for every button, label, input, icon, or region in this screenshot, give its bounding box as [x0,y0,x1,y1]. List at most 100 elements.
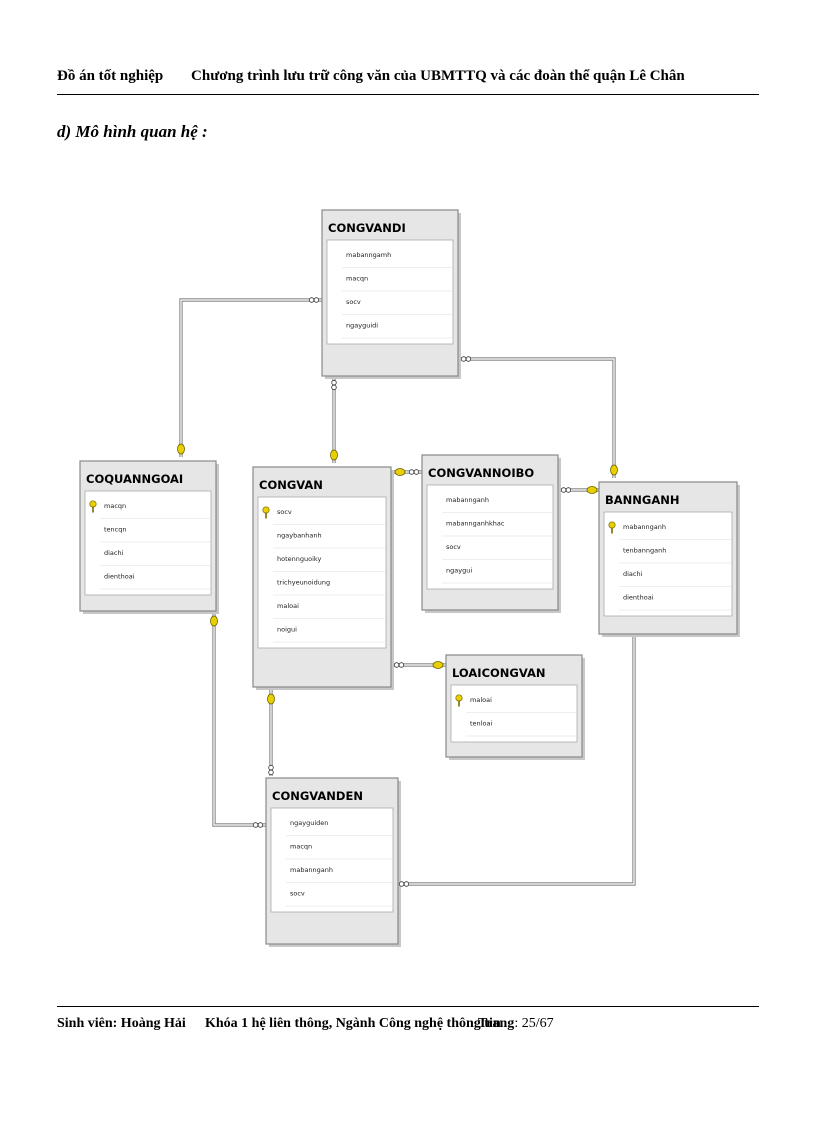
table-title: CONGVANNOIBO [428,466,534,480]
table-congvan: CONGVANsocvngaybanhanhhotennguoikytrichy… [252,466,394,690]
table-bannganh: BANNGANH mabannganh tenbannganh diachi dient… [598,481,740,637]
field-name: mabannganh [290,866,333,874]
many-end-infinity-icon [460,356,472,362]
field-list [426,484,554,590]
field-name: hotennguoiky [277,555,321,563]
relationship-banngganh-congvandi [460,357,616,478]
field-name: macqn [104,502,126,510]
footer-divider [57,1006,759,1007]
field-name: maloai [470,696,492,704]
tables-layer: CONGVANDImabanngamhmacqnsocvngayguidiCOQ… [79,209,740,947]
one-end-key-icon [586,486,598,494]
one-end-key-icon [610,464,618,476]
one-end-key-icon [177,443,185,455]
table-title: BANNGANH [605,493,680,507]
field-name: diachi [623,570,643,578]
field-name: socv [277,508,292,516]
field-row: socv [262,506,385,525]
many-end-infinity-icon [398,881,410,887]
relationship-endpoints [177,297,618,887]
field-row: diachi [619,570,731,587]
field-row: mabannganhkhac [442,520,552,537]
one-end-key-icon [394,468,406,476]
footer-course: Khóa 1 hệ liên thông, Ngành Công nghệ th… [205,1016,501,1031]
primary-key-icon [608,521,616,534]
field-row: mabannganh [442,496,552,513]
field-name: dienthoai [623,594,654,602]
field-list [450,684,578,743]
section-title: d) Mô hình quan hệ : [57,122,208,141]
footer-page: Trang: 25/67 [478,1016,554,1032]
field-row: socv [342,298,452,315]
field-row: ngaybanhanh [273,532,385,549]
field-list [326,239,454,345]
field-row: diachi [100,549,210,566]
field-row: ngayguidi [342,322,452,339]
header-right: Chương trình lưu trữ công văn của UBMTTQ… [191,68,685,84]
field-name: tenbannganh [623,547,666,555]
field-row: macqn [342,275,452,292]
field-name: socv [346,298,361,306]
field-row: ngaygui [442,567,552,584]
table-title: LOAICONGVAN [452,666,546,680]
field-row: maloai [273,602,385,619]
header-divider [57,94,759,95]
primary-key-icon [455,694,463,707]
field-list [257,496,387,649]
field-list [84,490,212,596]
field-row: mabanngamh [342,251,452,268]
field-row: mabannganh [286,866,392,883]
table-loaicongvan: LOAICONGVAN maloai tenloai [445,654,585,760]
one-end-key-icon [330,449,338,461]
field-name: mabannganh [623,523,666,531]
field-name: mabannganhkhac [446,520,505,528]
field-name: ngaygui [446,567,472,575]
field-row: socv [442,543,552,560]
field-row: noigui [273,626,385,643]
many-end-infinity-icon [408,469,420,475]
relationship-lines [179,298,636,886]
table-title: COQUANNGOAI [86,472,183,486]
field-name: macqn [290,843,312,851]
many-end-infinity-icon [393,662,405,668]
field-row: tenloai [466,720,576,737]
footer-page-value: : 25/67 [514,1016,554,1031]
header-left: Đồ án tốt nghiệp [57,68,164,84]
many-end-infinity-icon [308,297,320,303]
footer-page-label: Trang [478,1016,515,1031]
many-end-infinity-icon [252,822,264,828]
field-name: ngaybanhanh [277,532,322,540]
field-name: ngayguidi [346,322,378,330]
relationship-coquanngoai-congvanden [212,613,266,827]
field-row: tencqn [100,526,210,543]
many-end-infinity-icon [268,764,274,776]
field-row: hotennguoiky [273,555,385,572]
field-name: maloai [277,602,299,610]
field-row: socv [286,890,392,907]
one-end-key-icon [432,661,444,669]
field-name: macqn [346,275,368,283]
field-name: socv [446,543,461,551]
table-title: CONGVANDEN [272,789,363,803]
many-end-infinity-icon [560,487,572,493]
relationship-bannganh-congvanden [400,636,636,886]
footer-student: Sinh viên: Hoàng Hải [57,1016,186,1031]
field-row: ngayguiden [286,819,392,836]
field-name: ngayguiden [290,819,328,827]
field-name: tenloai [470,720,492,728]
field-name: diachi [104,549,124,557]
field-row: dienthoai [619,594,731,611]
one-end-key-icon [210,615,218,627]
primary-key-icon [262,506,270,519]
field-name: mabanngamh [346,251,391,259]
field-list [270,807,394,913]
table-congvanden: CONGVANDEN ngayguiden macqn mabannganh socv [265,777,401,947]
many-end-infinity-icon [331,379,337,391]
field-row: maloai [455,694,576,713]
field-name: socv [290,890,305,898]
field-row: macqn [89,500,210,519]
field-row: tenbannganh [619,547,731,564]
relationship-coquanngoai-congvandi [179,298,322,457]
